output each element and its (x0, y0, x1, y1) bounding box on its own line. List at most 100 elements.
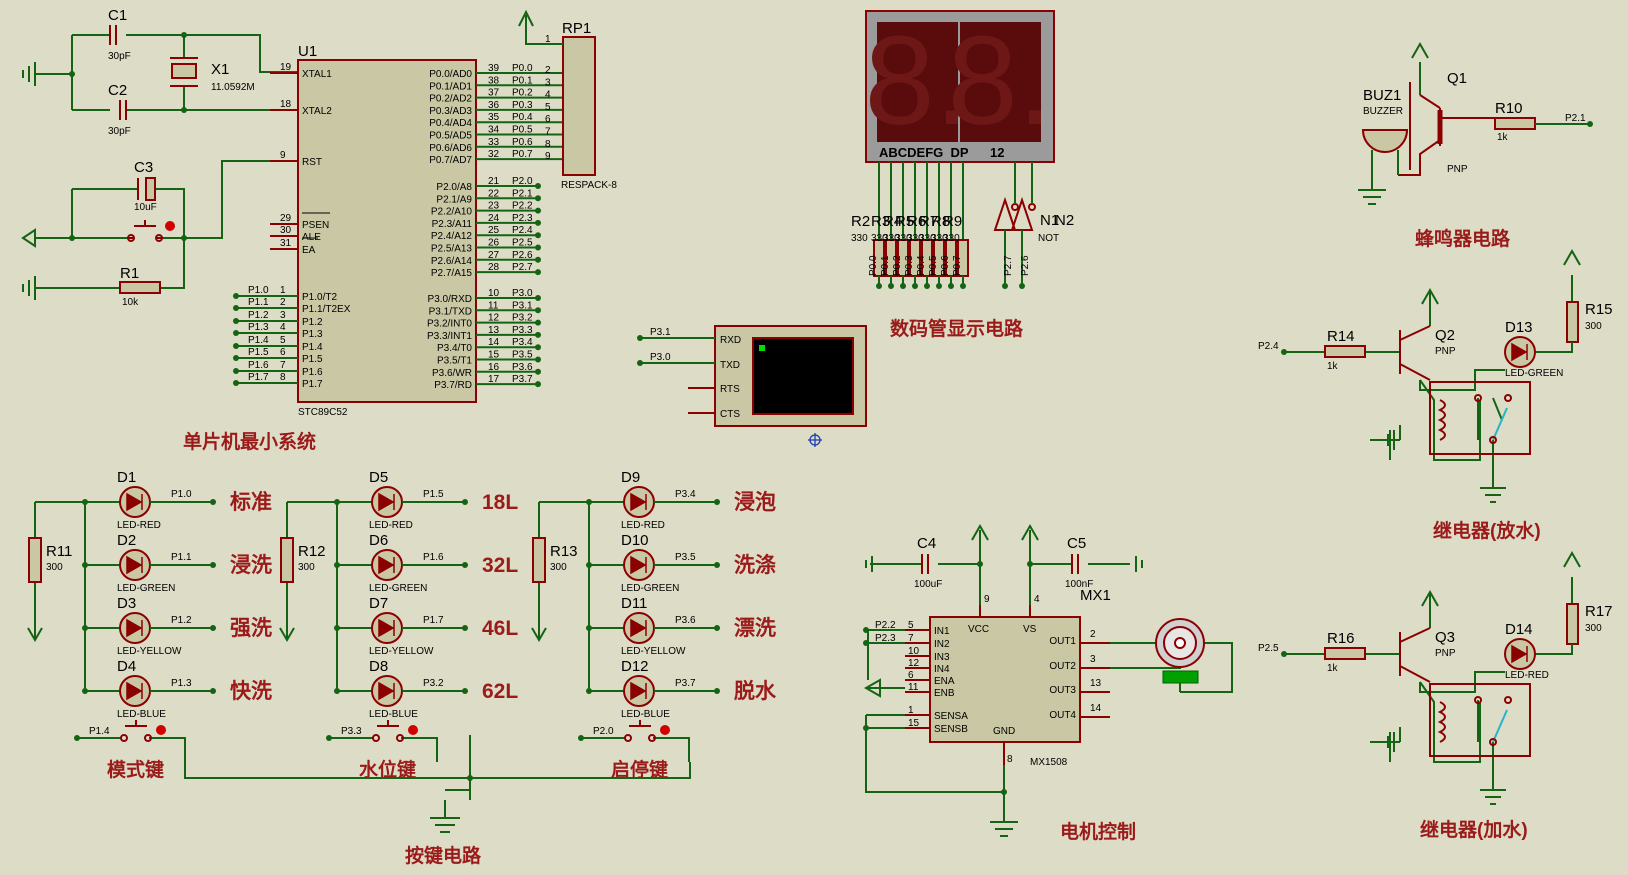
mcu-pin-name-26: P2.5/A13 (431, 244, 473, 255)
net-junction (535, 368, 541, 375)
mcu-pin-name-15: P3.5/T1 (437, 356, 472, 367)
mx-pin-num-5: 5 (908, 620, 914, 631)
segment-res-value: 330 (919, 233, 936, 244)
net-junction (714, 499, 720, 505)
mcu-pin-num-28: 28 (488, 262, 500, 273)
led-symbol (378, 492, 395, 512)
led-net-P1.0: P1.0 (171, 489, 192, 500)
button-wire (329, 737, 438, 762)
n1-ref: N1 (1040, 212, 1059, 229)
section-relay-fill-title: 继电器(加水) (1420, 818, 1528, 841)
mcu-pin-num-39: 39 (488, 63, 500, 74)
segment-net-P0.2: P0.2 (892, 255, 903, 276)
mcu-pin-name-38: P0.1/AD1 (429, 81, 472, 92)
group-resistor-R12 (280, 537, 294, 583)
segment-net-P0.3: P0.3 (904, 255, 915, 276)
relay-drain-circuit: P2.4 R14 1k Q2 PNP D13 LED-GREEN R15 300… (1258, 248, 1613, 542)
net-junction (535, 344, 541, 351)
led-label-D12: 脱水 (734, 679, 777, 703)
mcu-net-P2.4: P2.4 (512, 225, 533, 236)
mcu-pin-name-7: P1.6 (302, 367, 323, 378)
x1-value: 11.0592M (211, 82, 255, 93)
n2-ref: N2 (1055, 212, 1074, 229)
segment-res-ref-R9: R9 (943, 213, 962, 230)
d13-type: LED-GREEN (1505, 368, 1563, 379)
button-contact (120, 734, 128, 742)
led-ref-D11: D11 (621, 595, 647, 612)
mcu-pin-name-18: XTAL2 (302, 106, 332, 117)
mcu-net-P3.2: P3.2 (512, 313, 533, 324)
net-junction (714, 688, 720, 694)
mcu-pin-name-23: P2.2/A10 (431, 207, 473, 218)
mx-pin-name-IN1: IN1 (934, 626, 950, 637)
led-ref-D12: D12 (621, 658, 649, 675)
net-junction (210, 499, 216, 505)
r15-ref: R15 (1585, 301, 1613, 318)
mcu-net-P3.0: P3.0 (512, 288, 533, 299)
buzzer-circuit: BUZ1 BUZZER Q1 PNP R10 1k P2.1 蜂鸣器电路 (1358, 41, 1593, 250)
mcu-pin-num-7: 7 (280, 360, 286, 371)
ground-arrow (279, 627, 295, 642)
mcu-pin-num-23: 23 (488, 201, 500, 212)
reset-circuit: C3 10uF R1 10k (21, 159, 298, 308)
net-junction (535, 256, 541, 263)
digit-1: 8. (864, 10, 969, 151)
uart-net-1: P3.1 (650, 327, 671, 338)
led-symbol (378, 555, 395, 575)
led-symbol (630, 618, 647, 638)
mcu-net-P1.6: P1.6 (248, 360, 269, 371)
mcu-pin-name-12: P3.2/INT0 (427, 319, 472, 330)
mx-pin-num-11: 11 (908, 682, 919, 693)
mcu-pin-name-32: P0.7/AD7 (429, 155, 472, 166)
d14-type: LED-RED (1505, 670, 1549, 681)
led-net-P3.2: P3.2 (423, 678, 444, 689)
mcu-pin-name-35: P0.4/AD4 (429, 118, 472, 129)
mcu-pin-num-22: 22 (488, 188, 500, 199)
mx-gnd: GND (993, 726, 1015, 737)
c4-value: 100uF (914, 579, 942, 590)
segment-net-P0.0: P0.0 (868, 255, 879, 276)
led-ref-D1: D1 (117, 469, 136, 486)
mx-pin-num-1: 1 (908, 705, 914, 716)
mcu-pin-num-24: 24 (488, 213, 500, 224)
mx-vcc: VCC (968, 624, 989, 635)
led-ref-D3: D3 (117, 595, 136, 612)
mcu-pin-num-11: 11 (488, 300, 499, 311)
led-type-D11: LED-YELLOW (621, 646, 686, 657)
led-ref-D4: D4 (117, 658, 136, 675)
ground-arrow (27, 627, 43, 642)
mcu-pin-name-14: P3.4/T0 (437, 343, 472, 354)
led-type-D6: LED-GREEN (369, 583, 427, 594)
c3-ref: C3 (134, 159, 153, 176)
relay1-net: P2.4 (1258, 341, 1279, 352)
mx-vcc-num: 9 (984, 594, 990, 605)
net-junction (210, 625, 216, 631)
led-ref-D2: D2 (117, 532, 136, 549)
rp1-pin-6: 6 (545, 114, 551, 125)
mcu-pin-num-21: 21 (488, 176, 500, 187)
net-junction (535, 307, 541, 314)
net-junction (535, 356, 541, 363)
segment-net-P0.7: P0.7 (952, 255, 963, 276)
led-symbol (378, 681, 395, 701)
mcu-pin-name-11: P3.1/TXD (429, 306, 472, 317)
led-ref-D7: D7 (369, 595, 388, 612)
mcu-pin-num-35: 35 (488, 112, 500, 123)
section-buzzer-title: 蜂鸣器电路 (1415, 227, 1511, 250)
mx-pin-name-OUT1: OUT1 (1049, 636, 1076, 647)
group-res-value: 300 (46, 562, 63, 573)
button-switch (377, 720, 399, 727)
r15-value: 300 (1585, 321, 1602, 332)
group-res-ref-R12: R12 (298, 543, 326, 560)
mx-vs-num: 4 (1034, 594, 1040, 605)
digit-2: 8. (947, 10, 1052, 151)
section-motor-title: 电机控制 (1060, 820, 1136, 843)
uart-net-2: P3.0 (650, 352, 671, 363)
mx-pin-num-6: 6 (908, 670, 914, 681)
q3-type: PNP (1435, 648, 1456, 659)
led-label-D3: 强洗 (230, 617, 272, 640)
mcu-net-P2.5: P2.5 (512, 238, 533, 249)
led-type-D7: LED-YELLOW (369, 646, 434, 657)
button-contact (144, 734, 152, 742)
segment-res-ref-R4: R4 (883, 213, 902, 230)
